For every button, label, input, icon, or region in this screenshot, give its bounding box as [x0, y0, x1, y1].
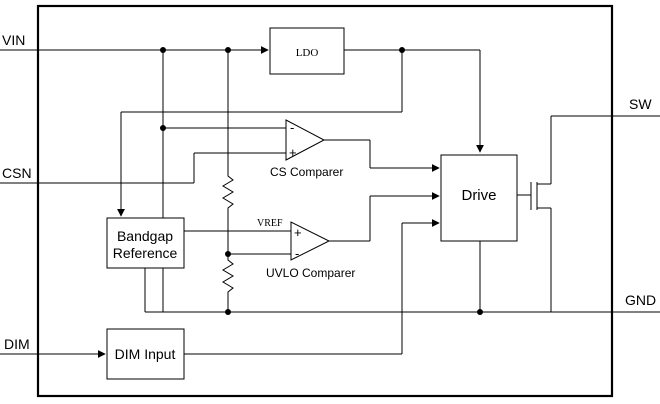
dim-input-block — [106, 328, 185, 380]
uvlo-comparator: + - — [290, 221, 331, 261]
cs-minus-sign: - — [290, 120, 294, 135]
cs-plus-sign: + — [289, 145, 297, 160]
pin-sw-label: SW — [629, 96, 652, 112]
reference-label: Reference — [113, 245, 178, 261]
ldo-block — [269, 27, 345, 75]
uvlo-comparator-wiring — [228, 192, 440, 255]
ldo-output-net — [117, 47, 484, 217]
pin-gnd-label: GND — [625, 292, 656, 308]
dim-net — [0, 219, 440, 358]
power-mosfet — [517, 115, 660, 312]
bandgap-label: Bandgap — [117, 228, 173, 244]
cs-comparator-wiring — [0, 125, 440, 184]
cs-comparer-label: CS Comparer — [270, 165, 343, 179]
cs-comparator: - + — [285, 119, 326, 161]
ldo-label: LDO — [296, 47, 319, 59]
resistor-divider — [222, 172, 234, 312]
uvlo-minus-sign: - — [295, 246, 299, 261]
vref-label: VREF — [257, 218, 283, 229]
uvlo-comparer-label: UVLO Comparer — [266, 266, 355, 280]
pin-vin-label: VIN — [2, 32, 25, 48]
dim-input-label: DIM Input — [115, 346, 176, 362]
drive-label: Drive — [461, 187, 496, 204]
drive-block — [440, 154, 518, 242]
pin-dim-label: DIM — [4, 336, 30, 352]
uvlo-plus-sign: + — [294, 225, 302, 240]
pin-csn-label: CSN — [2, 165, 32, 181]
